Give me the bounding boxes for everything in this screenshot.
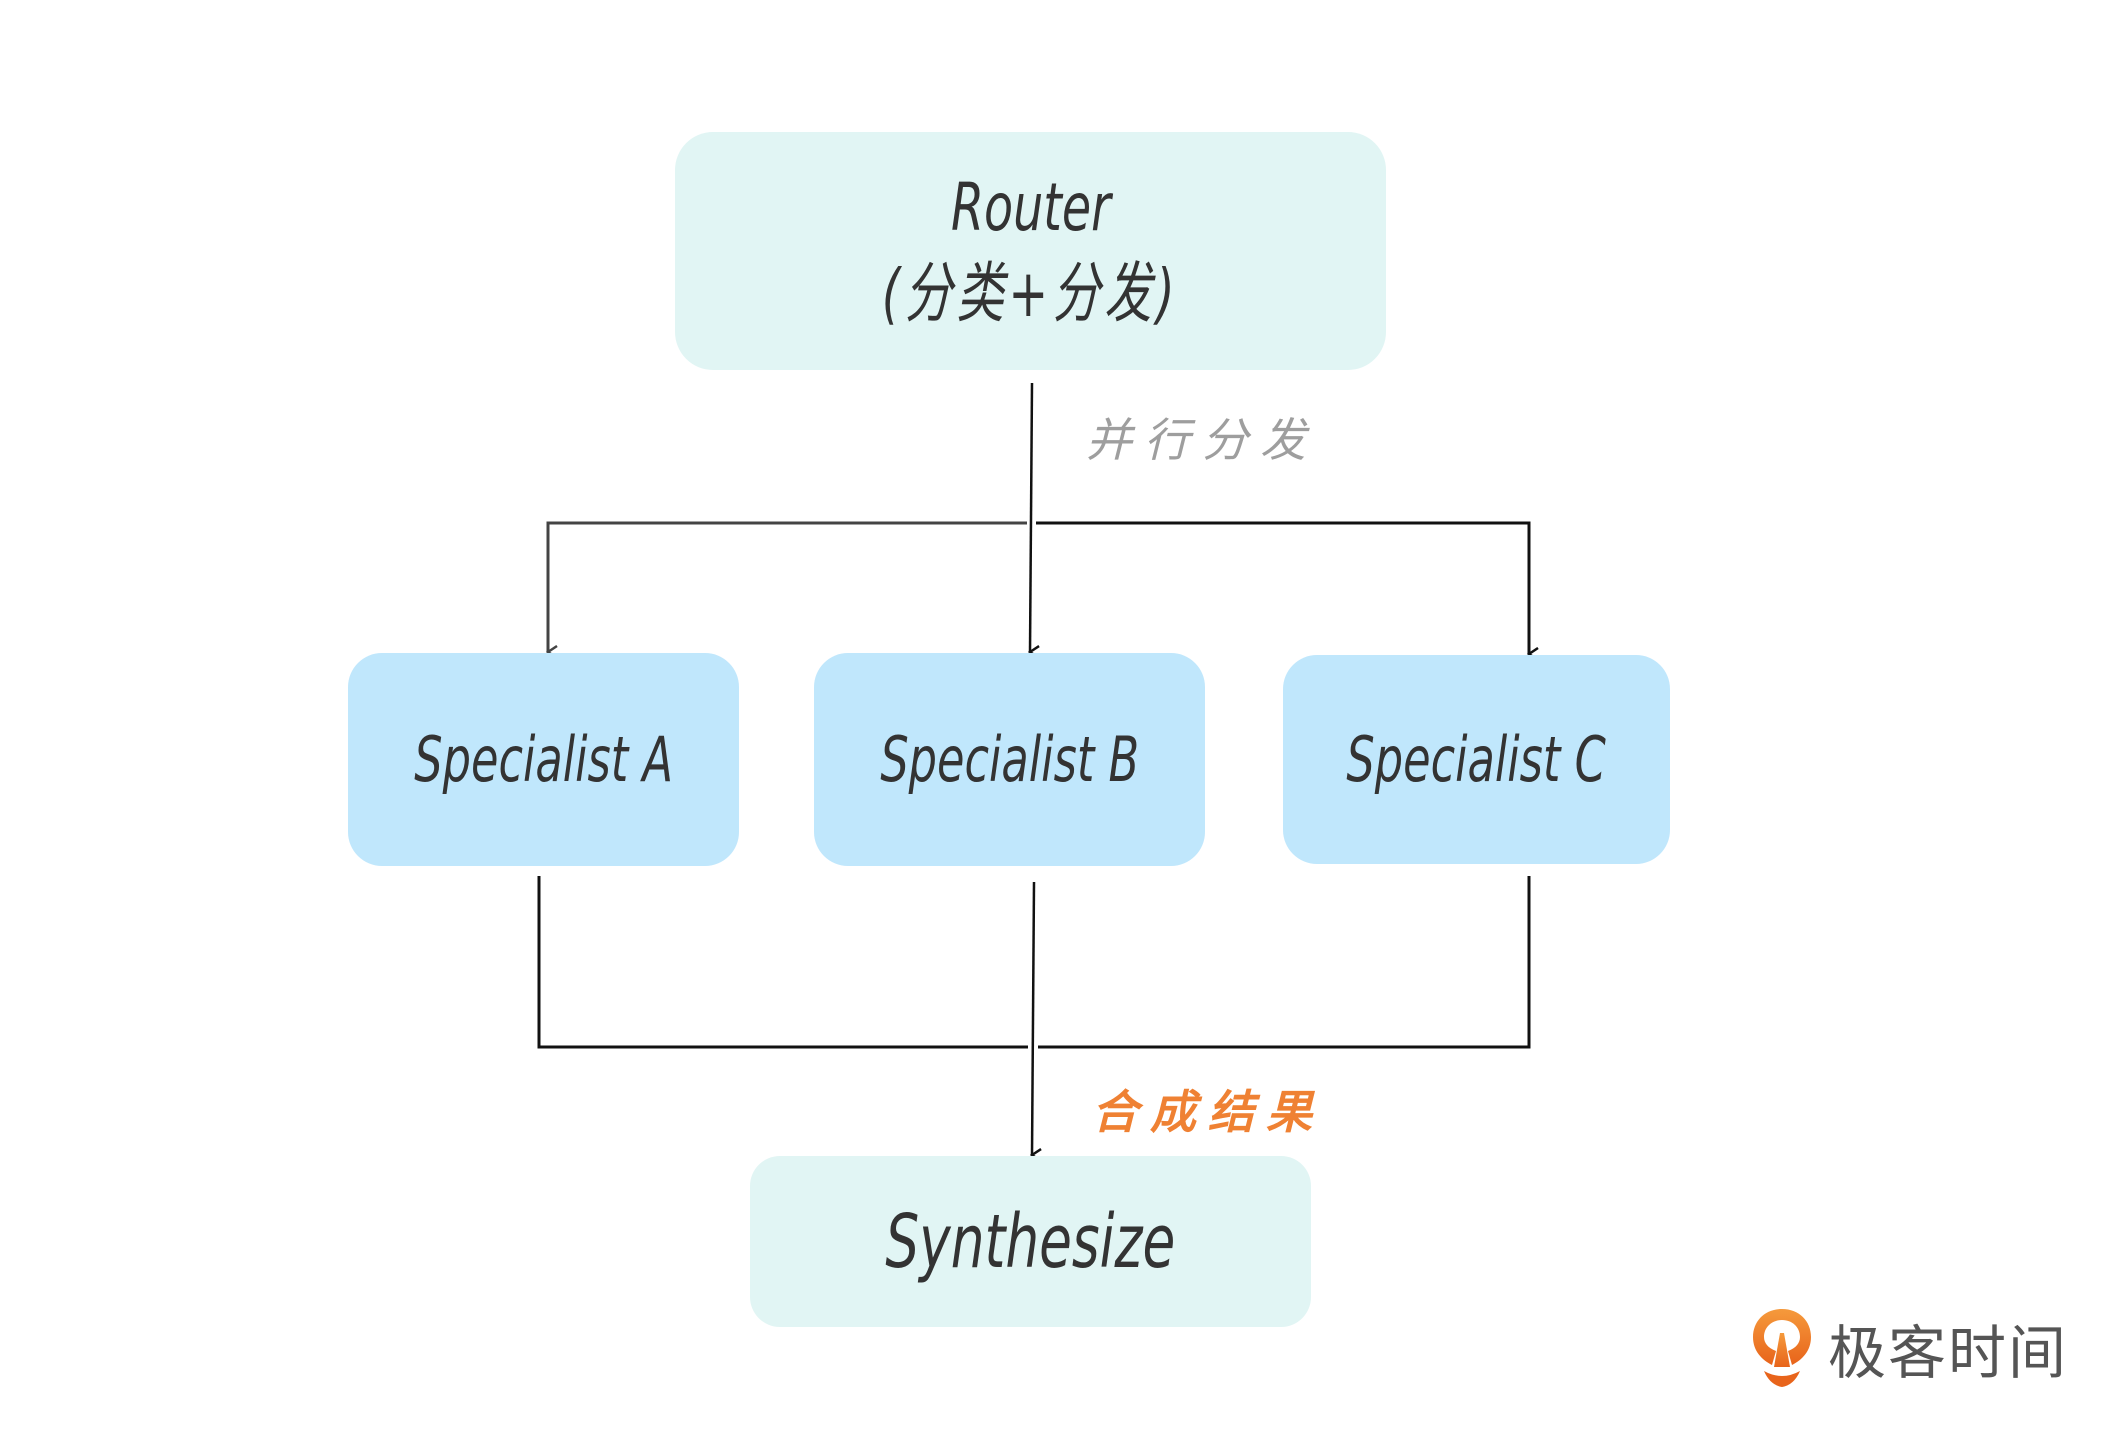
merge-label: 合成结果	[1092, 1085, 1324, 1139]
router-title: Router	[950, 169, 1111, 246]
specialist-c-node: Specialist C	[1283, 655, 1670, 864]
specialist-c-label: Specialist C	[1346, 723, 1607, 796]
synthesize-label: Synthesize	[885, 1198, 1176, 1285]
router-node: Router (分类+分发)	[675, 132, 1386, 370]
specialist-b-label: Specialist B	[880, 723, 1139, 796]
router-subtitle: (分类+分发)	[881, 255, 1180, 332]
edge-specialist-c-to-merge	[1038, 876, 1531, 1049]
brand-name: 极客时间	[1828, 1319, 2069, 1387]
synthesize-node: Synthesize	[750, 1156, 1311, 1327]
specialist-a-label: Specialist A	[414, 723, 673, 796]
dispatch-label: 并行分发	[1086, 413, 1318, 467]
edge-router-to-specialist-b	[1030, 382, 1032, 652]
edge-specialist-a-to-merge	[537, 876, 1028, 1049]
specialist-a-node: Specialist A	[348, 653, 739, 866]
edge-router-to-specialist-a	[548, 521, 1027, 652]
edge-router-to-specialist-c	[1036, 521, 1529, 654]
geektime-logo-icon	[1753, 1309, 1811, 1387]
edge-specialist-b-to-synthesize	[1032, 881, 1034, 1155]
specialist-b-node: Specialist B	[814, 653, 1205, 866]
brand-watermark: 极客时间	[1750, 1306, 2068, 1390]
